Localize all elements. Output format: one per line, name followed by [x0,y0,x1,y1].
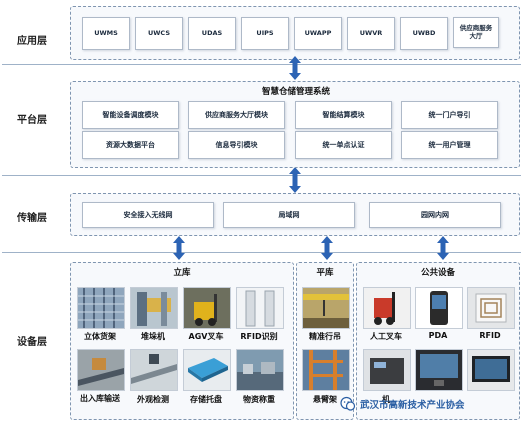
app-box-uwapp: UWAPP [294,17,342,50]
app-box-supplier-hall: 供应商服务大厅 [453,17,499,48]
watermark: 武汉市高新技术产业协会 [340,394,520,414]
liku-image-agv [183,287,231,329]
liku-image-inspection [130,349,178,391]
layer-label-platform: 平台层 [17,115,47,126]
liku-caption-inspection: 外观检测 [137,395,169,404]
pingku-caption-crane: 精准行吊 [309,332,341,341]
arrow-transport-liku [172,236,186,260]
device-panel-public: 公共设备 人工叉车 PDA RFID 机 [356,262,520,420]
liku-image-pallet [183,349,231,391]
liku-caption-rfid: RFID识别 [240,332,278,341]
liku-caption-agv: AGV叉车 [188,332,224,341]
arrow-transport-pingku [320,236,334,260]
liku-caption-weighing: 物资称重 [243,395,275,404]
platform-module-portal-guide: 统一门户导引 [401,101,498,129]
network-lan: 局域网 [223,202,355,228]
liku-caption-stacker: 堆垛机 [141,332,165,341]
separator-app-platform [2,64,521,65]
app-box-uwms: UWMS [82,17,130,50]
app-box-udas: UDAS [188,17,236,50]
arrow-app-platform [288,56,302,80]
liku-caption-pallet: 存储托盘 [190,395,222,404]
platform-module-device-scheduling: 智能设备调度模块 [82,101,179,129]
network-wireless: 安全接入无线网 [82,202,214,228]
liku-title: 立库 [173,268,191,278]
public-title: 公共设备 [420,268,455,278]
liku-caption-rack: 立体货架 [84,332,116,341]
platform-module-big-data: 资源大数据平台 [82,131,179,159]
public-image-terminal [415,349,463,391]
app-box-uwvr: UWVR [347,17,395,50]
transport-panel: 安全接入无线网 局域网 园网内网 [70,193,520,236]
device-panel-pingku: 平库 精准行吊 悬臂架 [296,262,354,420]
liku-image-weighing [236,349,284,391]
public-image-screen [467,349,515,391]
platform-title: 智慧仓储管理系统 [261,87,330,97]
public-image-forklift [363,287,411,329]
pingku-caption-cantilever: 悬臂架 [313,395,337,404]
platform-module-supplier-hall: 供应商服务大厅模块 [188,101,285,129]
public-caption-machine: 机 [382,395,390,404]
device-panel-liku: 立库 立体货架 堆垛机 AGV叉车 RFID识别 出入库输送 外观检测 存储托盘… [70,262,294,420]
layer-label-device: 设备层 [17,337,47,348]
separator-transport-device [2,252,521,253]
pingku-image-cantilever [302,349,350,391]
platform-module-settlement: 智能结算模块 [295,101,392,129]
public-image-printer [363,349,411,391]
arrow-platform-transport [288,167,302,193]
public-image-pda [415,287,463,329]
network-campus-intranet: 园网内网 [369,202,501,228]
platform-module-sso: 统一单点认证 [295,131,392,159]
platform-module-user-mgmt: 统一用户管理 [401,131,498,159]
app-box-uwcs: UWCS [135,17,183,50]
public-caption-forklift: 人工叉车 [370,332,402,341]
pingku-title: 平库 [316,268,334,278]
app-box-uips: UIPS [241,17,289,50]
arrow-transport-public [436,236,450,260]
layer-label-application: 应用层 [17,36,47,47]
public-caption-pda: PDA [428,331,448,340]
liku-image-conveyor [77,349,125,391]
platform-panel: 智慧仓储管理系统 智能设备调度模块 供应商服务大厅模块 智能结算模块 统一门户导… [70,81,520,168]
layer-label-transport: 传输层 [17,213,47,224]
application-panel: UWMS UWCS UDAS UIPS UWAPP UWVR UWBD 供应商服… [70,6,520,60]
liku-image-rfid [236,287,284,329]
public-caption-rfid: RFID [479,331,501,340]
app-box-uwbd: UWBD [400,17,448,50]
liku-image-stacker [130,287,178,329]
platform-module-info-guide: 信息导引模块 [188,131,285,159]
wechat-icon [340,396,356,412]
liku-caption-conveyor: 出入库输送 [80,394,120,403]
pingku-image-crane [302,287,350,329]
separator-platform-transport [2,175,521,176]
liku-image-rack [77,287,125,329]
watermark-text: 武汉市高新技术产业协会 [360,400,465,411]
public-image-rfid-tag [467,287,515,329]
